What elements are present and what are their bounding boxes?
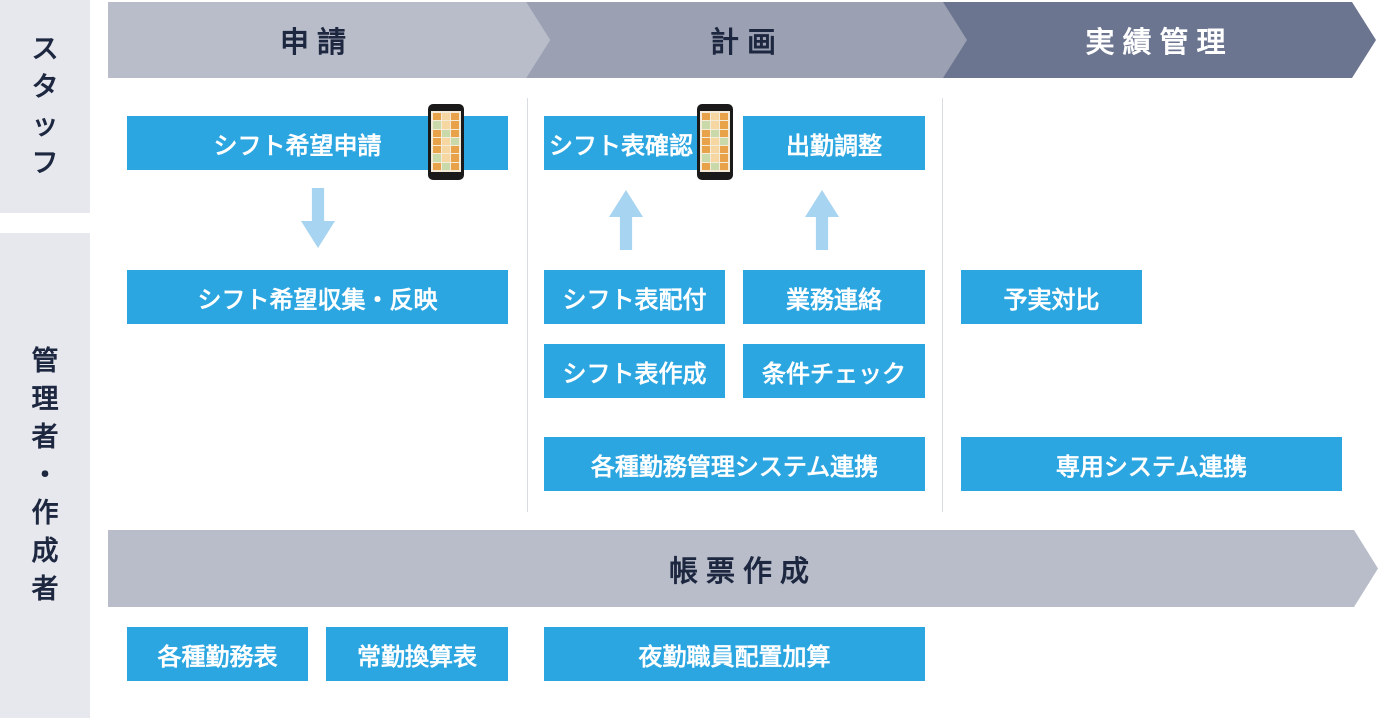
sidebar-char: 管 bbox=[31, 345, 59, 377]
report-item: 夜勤職員配置加算 bbox=[544, 627, 925, 681]
box-dedicated-link: 専用システム連携 bbox=[961, 437, 1342, 491]
report-item: 各種勤務表 bbox=[127, 627, 308, 681]
box-shift-distribute: シフト表配付 bbox=[544, 270, 725, 324]
box-system-link: 各種勤務管理システム連携 bbox=[544, 437, 925, 491]
column-divider bbox=[527, 98, 528, 512]
sidebar-char: フ bbox=[31, 147, 59, 179]
column-divider bbox=[942, 98, 943, 512]
sidebar-char: タ bbox=[31, 71, 59, 103]
phase-apply: 申請 bbox=[108, 2, 550, 78]
phase-plan: 計画 bbox=[526, 2, 968, 78]
sidebar-manager: 管理者・作成者 bbox=[0, 233, 90, 718]
sidebar-char: ス bbox=[31, 33, 59, 65]
arrow-down-icon bbox=[301, 188, 335, 248]
report-band: 帳票作成 bbox=[108, 530, 1378, 607]
sidebar-char: 理 bbox=[31, 383, 59, 415]
sidebar-char: 者 bbox=[31, 421, 59, 453]
sidebar-char: ・ bbox=[31, 459, 59, 491]
sidebar-char: 成 bbox=[31, 535, 59, 567]
box-plan-actual: 予実対比 bbox=[961, 270, 1142, 324]
box-condition-check: 条件チェック bbox=[743, 344, 925, 398]
box-shift-confirm: シフト表確認 bbox=[544, 116, 698, 170]
sidebar-char: 作 bbox=[31, 497, 59, 529]
arrow-up-icon bbox=[609, 190, 643, 250]
box-shift-create: シフト表作成 bbox=[544, 344, 725, 398]
smartphone-icon bbox=[428, 104, 464, 180]
arrow-up-icon bbox=[805, 190, 839, 250]
report-item: 常勤換算表 bbox=[326, 627, 508, 681]
box-shift-collect: シフト希望収集・反映 bbox=[127, 270, 508, 324]
phase-actual: 実績管理 bbox=[943, 2, 1376, 78]
smartphone-icon bbox=[697, 104, 733, 180]
sidebar-char: ッ bbox=[31, 109, 59, 141]
sidebar-char: 者 bbox=[31, 573, 59, 605]
box-business-contact: 業務連絡 bbox=[743, 270, 925, 324]
box-attendance-adjust: 出勤調整 bbox=[743, 116, 925, 170]
sidebar-staff: スタッフ bbox=[0, 0, 90, 213]
